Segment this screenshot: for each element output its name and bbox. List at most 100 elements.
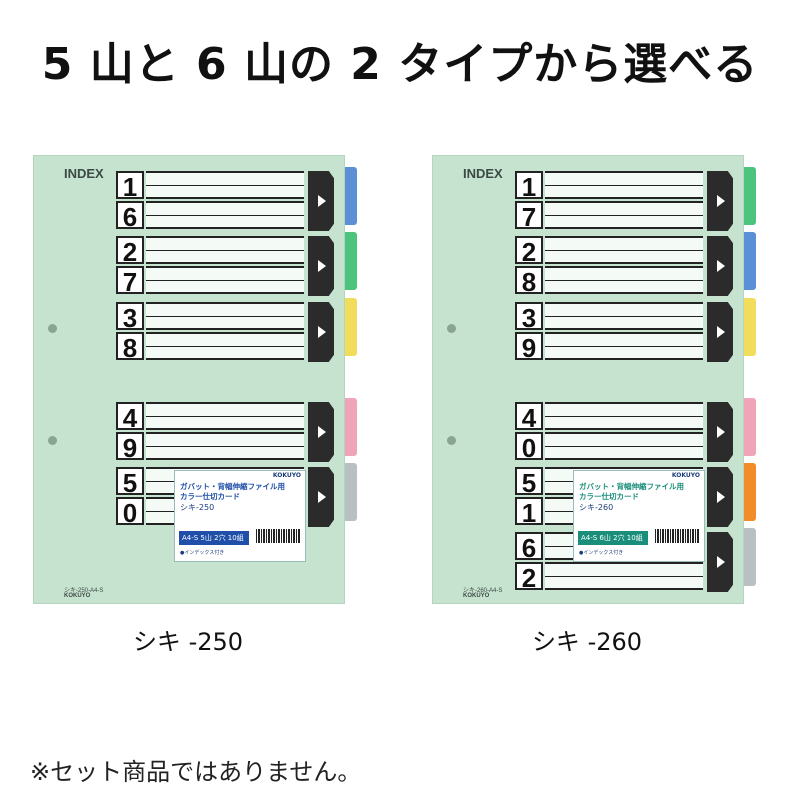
index-row: 2 (515, 236, 733, 266)
triangle-arrow-icon (318, 260, 326, 272)
label-title-line1: ガバット・背幅伸縮ファイル用 (579, 482, 684, 491)
color-index-tab (744, 528, 756, 586)
index-row: 2 (515, 562, 733, 592)
write-lines (545, 332, 703, 360)
punch-hole (48, 324, 57, 333)
index-digit: 9 (515, 332, 543, 362)
index-digit: 9 (116, 432, 144, 462)
product-code: シキ-250-A4-S (64, 588, 104, 594)
dark-tab (308, 171, 334, 231)
label-feature: ●インデックス付き (180, 550, 225, 556)
triangle-arrow-icon (717, 556, 725, 568)
index-digit: 2 (515, 236, 543, 266)
write-lines (146, 236, 304, 264)
color-index-tab (345, 398, 357, 456)
index-row: 4 (116, 402, 334, 432)
color-index-tab (744, 298, 756, 356)
index-digit: 0 (515, 432, 543, 462)
dark-tab (707, 302, 733, 362)
index-digit: 2 (116, 236, 144, 266)
write-lines (146, 266, 304, 294)
brand-bottom: KOKUYO (463, 593, 490, 599)
index-digit: 7 (116, 266, 144, 296)
caption-left: シキ -250 (132, 628, 244, 656)
index-row: 3 (116, 302, 334, 332)
index-row: 2 (116, 236, 334, 266)
color-index-tab (345, 167, 357, 225)
write-lines (545, 266, 703, 294)
dark-tab (308, 302, 334, 362)
triangle-arrow-icon (318, 426, 326, 438)
write-lines (545, 302, 703, 330)
label-title-line2: カラー仕切カード (579, 492, 639, 501)
index-digit: 3 (116, 302, 144, 332)
write-lines (146, 432, 304, 460)
write-lines (146, 201, 304, 229)
index-row: 6 (116, 201, 334, 231)
index-digit: 4 (116, 402, 144, 432)
index-digit: 6 (116, 201, 144, 231)
color-index-tab (345, 232, 357, 290)
index-digit: 6 (515, 532, 543, 562)
dark-tab (707, 467, 733, 527)
label-spec-band: A4-S 6山 2穴 10組 (578, 531, 648, 545)
index-digit: 1 (515, 497, 543, 527)
label-brand: KOKUYO (272, 472, 301, 479)
dark-tab (308, 236, 334, 296)
index-digit: 5 (515, 467, 543, 497)
label-title-line2: カラー仕切カード (180, 492, 240, 501)
index-digit: 5 (116, 467, 144, 497)
caption-right: シキ -260 (531, 628, 643, 656)
dark-tab (707, 171, 733, 231)
write-lines (146, 332, 304, 360)
dark-tab (707, 532, 733, 592)
dark-tab (308, 467, 334, 527)
label-spec-band: A4-S 5山 2穴 10組 (179, 531, 249, 545)
triangle-arrow-icon (318, 326, 326, 338)
index-label: INDEX (463, 166, 503, 181)
write-lines (545, 562, 703, 590)
punch-hole (447, 324, 456, 333)
index-row: 3 (515, 302, 733, 332)
write-lines (545, 432, 703, 460)
write-lines (146, 402, 304, 430)
index-row: 7 (116, 266, 334, 296)
barcode (256, 529, 300, 543)
triangle-arrow-icon (318, 491, 326, 503)
index-row: 0 (515, 432, 733, 462)
index-row: 7 (515, 201, 733, 231)
index-digit: 1 (515, 171, 543, 201)
triangle-arrow-icon (717, 491, 725, 503)
write-lines (545, 236, 703, 264)
triangle-arrow-icon (717, 426, 725, 438)
index-row: 1 (116, 171, 334, 201)
color-index-tab (744, 463, 756, 521)
index-digit: 1 (116, 171, 144, 201)
index-row: 8 (515, 266, 733, 296)
dark-tab (707, 402, 733, 462)
dark-tab (707, 236, 733, 296)
index-row: 8 (116, 332, 334, 362)
product-code: シキ-260-A4-S (463, 588, 503, 594)
label-model: シキ-260 (579, 503, 614, 512)
index-row: 4 (515, 402, 733, 432)
color-index-tab (744, 167, 756, 225)
index-label: INDEX (64, 166, 104, 181)
index-digit: 2 (515, 562, 543, 592)
write-lines (146, 302, 304, 330)
write-lines (545, 201, 703, 229)
label-feature: ●インデックス付き (579, 550, 624, 556)
index-row: 1 (515, 171, 733, 201)
write-lines (545, 171, 703, 199)
triangle-arrow-icon (717, 326, 725, 338)
label-title-line1: ガバット・背幅伸縮ファイル用 (180, 482, 285, 491)
triangle-arrow-icon (717, 260, 725, 272)
